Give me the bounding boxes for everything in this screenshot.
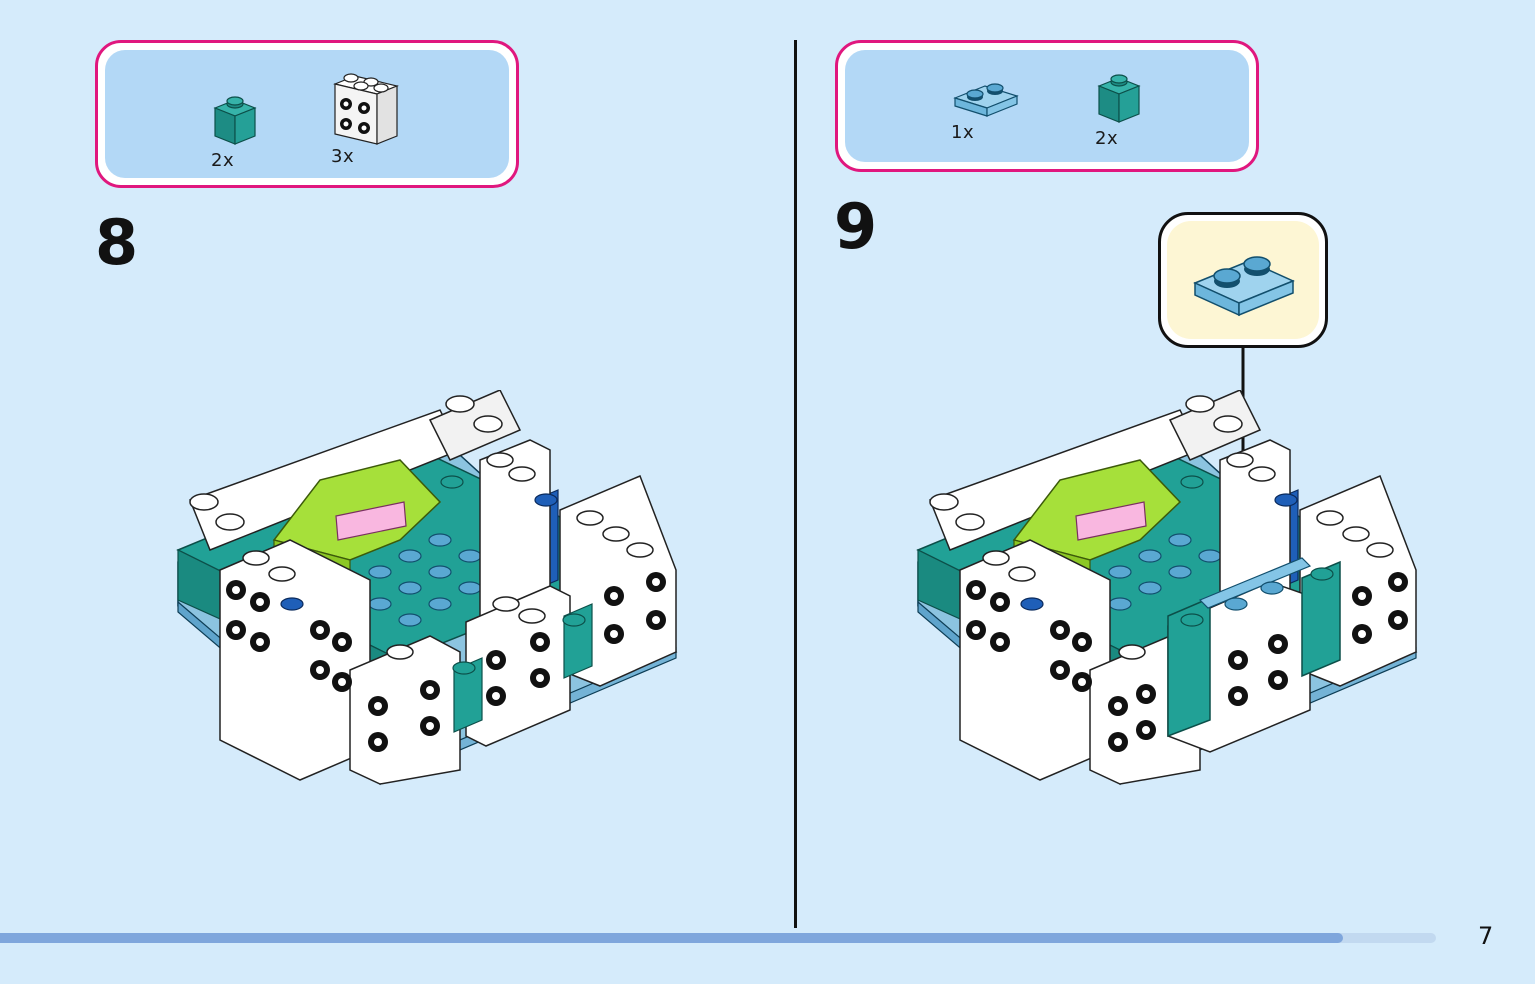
part-quantity: 1x (951, 122, 975, 143)
page-number: 7 (1478, 922, 1494, 950)
step-divider (794, 40, 797, 928)
step-9-part-1: 1x (951, 76, 1021, 143)
step-8-model-illustration (176, 390, 678, 786)
step-8-part-1: 2x (211, 92, 259, 171)
progress-bar (0, 933, 1436, 943)
teal-1x1-brick-icon (1097, 74, 1141, 123)
step-number-8: 8 (95, 206, 139, 279)
step-9-parts-list: 1x 2x (835, 40, 1259, 172)
part-quantity: 2x (211, 150, 235, 171)
part-quantity: 3x (331, 146, 355, 167)
step-8-parts-panel: 2x 3x (105, 50, 509, 178)
step-8-part-2: 3x (331, 64, 401, 167)
progress-fill (0, 933, 1343, 943)
callout-panel (1167, 221, 1319, 339)
step-9-parts-panel: 1x 2x (845, 50, 1249, 162)
step-9-part-2: 2x (1095, 70, 1143, 149)
white-2x2-brick-side-studs-icon (333, 73, 399, 145)
step-9-callout (1158, 212, 1328, 348)
light-blue-1x2-plate-icon (1193, 256, 1295, 317)
step-number-9: 9 (834, 190, 878, 263)
step-9-model-illustration (916, 390, 1418, 786)
step-8-parts-list: 2x 3x (95, 40, 519, 188)
light-blue-1x2-plate-icon (953, 83, 1019, 117)
teal-1x1-brick-icon (213, 96, 257, 145)
part-quantity: 2x (1095, 128, 1119, 149)
